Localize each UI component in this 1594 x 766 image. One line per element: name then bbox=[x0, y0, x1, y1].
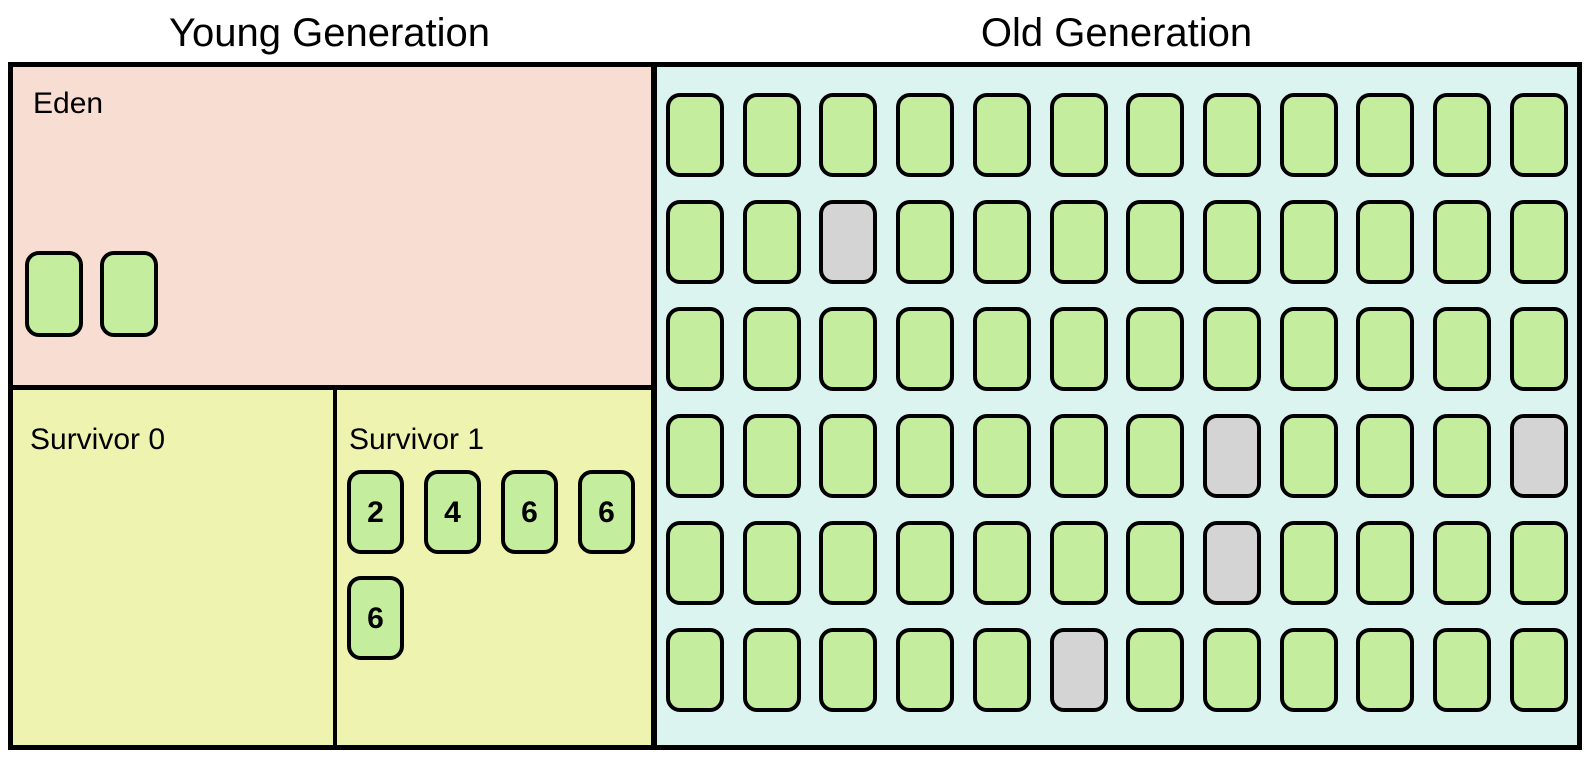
heap-object bbox=[896, 414, 955, 498]
heap-object bbox=[896, 307, 955, 391]
heap-object bbox=[1203, 200, 1262, 284]
object-row: 6 bbox=[347, 576, 635, 660]
heap-object bbox=[1356, 628, 1415, 712]
dead-object bbox=[1509, 414, 1568, 498]
dead-object bbox=[1203, 414, 1262, 498]
heap-object bbox=[972, 93, 1031, 177]
dead-object bbox=[819, 200, 878, 284]
heap-object bbox=[1433, 414, 1492, 498]
heap-object bbox=[666, 200, 724, 284]
heap-object bbox=[1433, 200, 1492, 284]
heap-object bbox=[1356, 307, 1415, 391]
heap-object bbox=[1126, 414, 1185, 498]
heap-object bbox=[1203, 307, 1262, 391]
heap-object bbox=[1356, 521, 1415, 605]
heap-object bbox=[742, 628, 801, 712]
eden-region: Eden bbox=[13, 67, 651, 390]
heap-object bbox=[1279, 414, 1338, 498]
heap-object bbox=[819, 414, 878, 498]
heap-object bbox=[1509, 628, 1568, 712]
heap-object bbox=[666, 93, 724, 177]
heap-object bbox=[896, 200, 955, 284]
heap-object bbox=[972, 414, 1031, 498]
heap-object bbox=[1049, 521, 1108, 605]
aged-object: 2 bbox=[347, 470, 404, 554]
eden-label: Eden bbox=[33, 87, 104, 120]
heap-object bbox=[1433, 307, 1492, 391]
heap-object bbox=[1126, 93, 1185, 177]
heap-object bbox=[1509, 93, 1568, 177]
heap-object bbox=[972, 628, 1031, 712]
heap-object bbox=[742, 200, 801, 284]
heap-object bbox=[742, 414, 801, 498]
heap-object bbox=[1203, 628, 1262, 712]
heap-object bbox=[742, 521, 801, 605]
survivor0-region: Survivor 0 bbox=[13, 390, 337, 745]
heap-object bbox=[896, 93, 955, 177]
heap-object bbox=[1509, 307, 1568, 391]
heap-object bbox=[896, 628, 955, 712]
heap-object bbox=[972, 521, 1031, 605]
old-generation-title: Old Generation bbox=[980, 11, 1253, 55]
heap-object bbox=[1356, 414, 1415, 498]
heap-object bbox=[666, 307, 724, 391]
aged-object: 6 bbox=[501, 470, 558, 554]
heap-object bbox=[819, 628, 878, 712]
heap-object bbox=[1126, 200, 1185, 284]
aged-object: 4 bbox=[424, 470, 481, 554]
heap-object bbox=[1049, 414, 1108, 498]
heap-object bbox=[1126, 307, 1185, 391]
heap-object bbox=[1203, 93, 1262, 177]
heap-object bbox=[666, 628, 724, 712]
heap-object bbox=[25, 251, 83, 337]
heap-object bbox=[1049, 307, 1108, 391]
heap-object bbox=[896, 521, 955, 605]
heap-object bbox=[1279, 307, 1338, 391]
aged-object: 6 bbox=[578, 470, 635, 554]
eden-objects bbox=[25, 251, 158, 337]
heap-object bbox=[1126, 521, 1185, 605]
survivor1-label: Survivor 1 bbox=[349, 423, 485, 456]
aged-object: 6 bbox=[347, 576, 404, 660]
heap-object bbox=[819, 307, 878, 391]
heap-object bbox=[1356, 200, 1415, 284]
heap-object bbox=[1279, 628, 1338, 712]
heap-object bbox=[1509, 521, 1568, 605]
heap-object bbox=[1279, 200, 1338, 284]
heap-object bbox=[666, 414, 724, 498]
heap-object bbox=[1356, 93, 1415, 177]
heap-object bbox=[1433, 521, 1492, 605]
heap-object bbox=[1279, 93, 1338, 177]
old-generation-grid bbox=[651, 67, 1577, 745]
heap-object bbox=[1433, 93, 1492, 177]
heap-object bbox=[1433, 628, 1492, 712]
heap-object bbox=[666, 521, 724, 605]
dead-object bbox=[1049, 628, 1108, 712]
dead-object bbox=[1203, 521, 1262, 605]
heap-object bbox=[819, 521, 878, 605]
heap-object bbox=[742, 93, 801, 177]
heap-object bbox=[742, 307, 801, 391]
heap-object bbox=[1279, 521, 1338, 605]
survivor0-label: Survivor 0 bbox=[30, 423, 166, 456]
heap-object bbox=[100, 251, 158, 337]
heap-object bbox=[1049, 93, 1108, 177]
heap-object bbox=[972, 200, 1031, 284]
heap-object bbox=[1509, 200, 1568, 284]
heap-object bbox=[819, 93, 878, 177]
heap-object bbox=[1126, 628, 1185, 712]
heap-object bbox=[1049, 200, 1108, 284]
young-generation-title: Young Generation bbox=[168, 11, 490, 55]
heap-object bbox=[972, 307, 1031, 391]
